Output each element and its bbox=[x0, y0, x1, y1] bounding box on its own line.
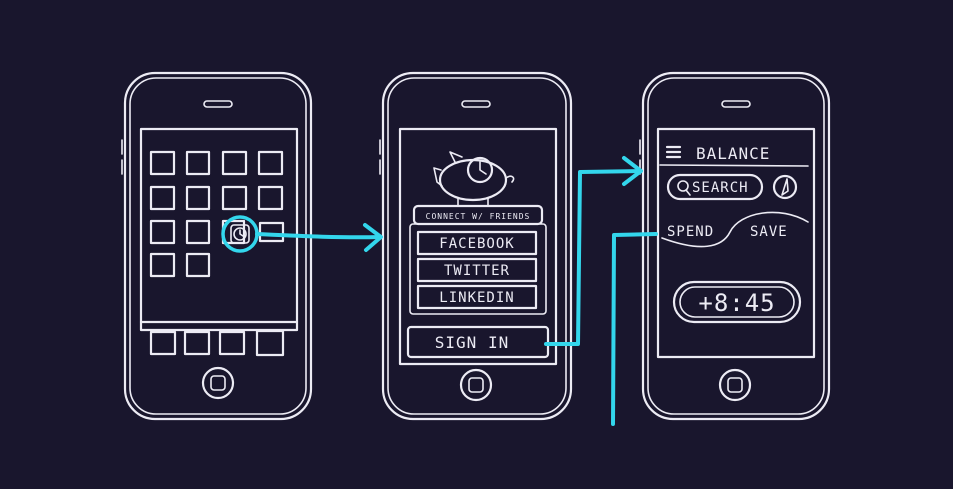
app-icon[interactable] bbox=[149, 252, 176, 278]
home-button-square bbox=[727, 377, 743, 393]
flow-arrowhead bbox=[622, 156, 643, 186]
phone-speaker bbox=[721, 100, 751, 108]
app-grid bbox=[149, 150, 285, 278]
home-button-square bbox=[468, 377, 484, 393]
search-button[interactable]: SEARCH bbox=[666, 173, 764, 201]
dock-icon[interactable] bbox=[183, 330, 211, 356]
clock-icon bbox=[233, 227, 247, 241]
amount-value: +8:45 bbox=[698, 289, 775, 317]
home-button-square bbox=[210, 375, 226, 391]
linkedin-button-label: LINKEDIN bbox=[439, 290, 514, 306]
app-icon[interactable] bbox=[185, 219, 211, 245]
sign-in-button[interactable]: SIGN IN bbox=[406, 325, 550, 359]
phone-body-inner bbox=[647, 77, 825, 415]
app-icon[interactable] bbox=[221, 185, 248, 211]
phone-body bbox=[641, 71, 831, 421]
piggy-tail bbox=[505, 175, 515, 183]
dock bbox=[149, 329, 285, 357]
compass-button[interactable] bbox=[772, 174, 798, 200]
phone-screen bbox=[398, 127, 558, 366]
sign-in-label: SIGN IN bbox=[435, 333, 509, 352]
phone-speaker bbox=[203, 100, 233, 108]
balance-amount: +8:45 bbox=[672, 280, 802, 324]
title-underline bbox=[659, 164, 809, 167]
search-label: SEARCH bbox=[692, 180, 749, 196]
app-icon-frame bbox=[230, 224, 250, 244]
app-icon[interactable] bbox=[221, 150, 248, 176]
twitter-button[interactable]: TWITTER bbox=[416, 257, 538, 283]
linkedin-button-frame bbox=[416, 284, 538, 310]
piggy-bank-clock-icon bbox=[433, 151, 515, 206]
app-icon[interactable] bbox=[185, 252, 211, 278]
phone-screen bbox=[656, 127, 816, 359]
balance-title: BALANCE bbox=[696, 144, 770, 163]
clock-hands bbox=[239, 229, 244, 237]
phone-body-inner bbox=[129, 77, 307, 415]
twitter-button-label: TWITTER bbox=[444, 263, 510, 279]
piggy-legs bbox=[457, 197, 489, 206]
app-icon[interactable] bbox=[149, 185, 176, 211]
search-button-frame bbox=[666, 173, 764, 201]
piggy-clock-hands bbox=[479, 161, 487, 175]
phone-screen bbox=[139, 127, 299, 332]
social-button-panel bbox=[409, 223, 547, 315]
search-icon bbox=[677, 180, 689, 192]
tab-divider-curve bbox=[661, 211, 809, 248]
search-icon-handle bbox=[685, 189, 691, 196]
hamburger-menu-icon[interactable] bbox=[665, 145, 682, 159]
phone-home bbox=[121, 71, 313, 421]
flow-line-spend bbox=[611, 232, 658, 426]
flow-arrow-login-to-balance bbox=[544, 156, 643, 346]
app-icon[interactable] bbox=[257, 150, 284, 176]
dock-icon[interactable] bbox=[218, 330, 246, 356]
flow-arrow-home-to-login bbox=[255, 223, 383, 252]
twitter-button-frame bbox=[416, 257, 538, 283]
dock-icon[interactable] bbox=[255, 329, 285, 357]
app-icon[interactable] bbox=[185, 150, 211, 176]
flow-line bbox=[544, 169, 642, 346]
app-icon[interactable] bbox=[257, 185, 284, 211]
flow-line bbox=[611, 232, 658, 426]
compass-button-frame bbox=[772, 174, 798, 200]
app-icon[interactable] bbox=[149, 150, 176, 176]
home-button[interactable] bbox=[201, 366, 235, 400]
amount-pill-inner bbox=[679, 286, 795, 318]
compass-icon bbox=[781, 178, 789, 196]
phone-body bbox=[381, 71, 573, 421]
facebook-button-frame bbox=[416, 230, 538, 256]
piggy-clock bbox=[466, 156, 494, 184]
flow-line bbox=[255, 232, 382, 240]
dock-icon[interactable] bbox=[149, 330, 177, 356]
phone-body-inner bbox=[387, 77, 567, 415]
facebook-button-label: FACEBOOK bbox=[439, 236, 514, 252]
piggy-ear bbox=[449, 151, 463, 163]
spend-save-tabs: SPEND SAVE bbox=[661, 211, 809, 248]
phone-balance: BALANCE SEARCH SPEND SAVE +8:45 bbox=[639, 71, 831, 421]
connect-label: CONNECT W/ FRIENDS bbox=[426, 212, 531, 221]
amount-pill-outer bbox=[672, 280, 802, 324]
tab-save[interactable]: SAVE bbox=[750, 224, 788, 240]
home-button[interactable] bbox=[718, 368, 752, 402]
facebook-button[interactable]: FACEBOOK bbox=[416, 230, 538, 256]
piggy-snout bbox=[433, 167, 443, 187]
tab-spend[interactable]: SPEND bbox=[667, 224, 714, 240]
phone-login: CONNECT W/ FRIENDS FACEBOOK TWITTER LINK… bbox=[379, 71, 573, 421]
phone-speaker bbox=[461, 100, 491, 108]
app-icon[interactable] bbox=[258, 221, 285, 243]
linkedin-button[interactable]: LINKEDIN bbox=[416, 284, 538, 310]
phone-body bbox=[123, 71, 313, 421]
app-icon[interactable] bbox=[185, 185, 211, 211]
app-icon[interactable] bbox=[149, 219, 176, 245]
home-button[interactable] bbox=[459, 368, 493, 402]
flow-arrowhead bbox=[363, 223, 383, 252]
